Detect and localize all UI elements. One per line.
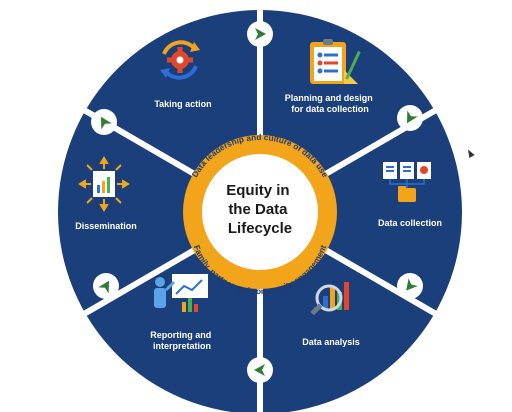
segment-label-data-analysis: Data analysis [302,337,360,347]
segment-label-reporting: Reporting and interpretation [150,330,214,351]
arrow-badge [93,273,119,299]
arrow-up-left-icon [98,280,109,294]
arrow-badge [397,273,423,299]
arrow-down-right-icon [407,110,418,124]
center-title: Equity in the Data Lifecycle [226,182,294,237]
clipboard-planning-icon [310,39,361,84]
center-title-line: Lifecycle [228,220,292,237]
arrow-left-icon [254,364,265,376]
center-circle [202,154,318,270]
center-title-line: the Data [228,201,288,218]
arrow-badge [247,21,273,47]
gear-cycle-icon [160,40,200,80]
arrow-badge [247,357,273,383]
segment-label-dissemination: Dissemination [75,221,137,231]
arrow-up-icon [101,116,112,130]
segment-label-data-collection: Data collection [378,218,442,228]
arrow-down-icon [406,278,418,291]
documents-folder-icon [383,162,431,202]
presenter-chart-icon [154,274,208,312]
center-title-line: Equity in [226,182,289,199]
arrow-right-icon [255,28,266,40]
arrow-badge [91,109,117,135]
segment-label-planning: Planning and design for data collection [285,93,376,114]
segment-label-taking-action: Taking action [154,99,211,109]
magnifier-chart-icon [310,282,349,316]
report-arrows-icon [78,156,130,212]
arrow-badge [397,105,423,131]
